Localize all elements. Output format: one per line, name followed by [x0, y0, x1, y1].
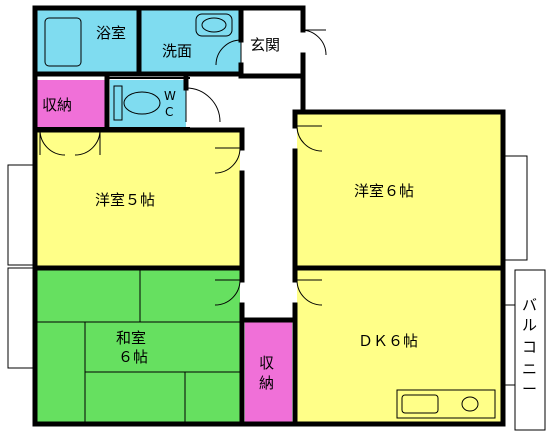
label-entrance: 玄関 [250, 36, 280, 54]
label-bath: 浴室 [96, 24, 126, 42]
stove-icon [461, 396, 479, 412]
western5-fill [37, 130, 240, 268]
window-west-lower [7, 267, 38, 369]
door-washroom [215, 39, 242, 66]
room-fills [37, 10, 501, 422]
door-wc [185, 87, 221, 123]
entrance-fill [241, 10, 301, 74]
windows [7, 155, 546, 431]
bath-fill [37, 10, 139, 72]
basin-bowl-icon [201, 17, 227, 33]
label-balcony-5: ー [522, 380, 537, 398]
thin-walls [35, 77, 190, 129]
label-wc-c: C [165, 105, 173, 119]
walls [32, 5, 506, 427]
door-western5-left [39, 129, 66, 156]
wc-fill [110, 80, 186, 128]
fixtures [37, 13, 496, 422]
label-japanese-2: ６帖 [118, 348, 148, 366]
door-western5-hall [214, 147, 241, 174]
label-storage-mid-1: 収 [259, 354, 274, 372]
washbasin-icon [195, 13, 233, 37]
label-japanese-1: 和室 [116, 329, 146, 347]
door-dk [296, 279, 323, 306]
sink-counter-icon [396, 389, 496, 419]
western6-fill [297, 114, 501, 266]
label-washroom: 洗面 [162, 42, 192, 60]
label-wc-w: W [164, 89, 176, 103]
toilet-tank-icon [113, 85, 123, 121]
sink-basin-icon [401, 394, 439, 414]
door-western5-right [74, 129, 101, 156]
label-storage-mid-2: 納 [259, 374, 274, 392]
label-balcony-2: ル [522, 316, 537, 334]
toilet-bowl-icon [123, 91, 161, 115]
label-storage-top: 収納 [42, 96, 72, 114]
storage-top-fill [37, 80, 105, 128]
label-western5: 洋室５帖 [95, 191, 155, 209]
washroom-fill [139, 10, 241, 72]
bathtub-icon [44, 17, 82, 67]
japanese-fill [37, 270, 240, 422]
balcony [514, 269, 546, 431]
dk-fill [297, 270, 501, 422]
window-west-upper [7, 164, 38, 266]
label-western6: 洋室６帖 [354, 182, 414, 200]
label-balcony-4: ニ [522, 360, 537, 378]
door-western6 [296, 125, 323, 152]
label-dk: ＤＫ６帖 [358, 332, 418, 350]
doors [39, 29, 327, 306]
door-japanese [214, 279, 241, 306]
label-balcony-1: バ [522, 296, 537, 314]
label-balcony-3: コ [522, 338, 537, 356]
room-labels: 浴室 洗面 玄関 収納 W C 洋室５帖 洋室６帖 和室 ６帖 収 納 ＤＫ６帖… [42, 24, 537, 398]
storage-mid-fill [245, 322, 292, 422]
door-entrance [300, 29, 327, 56]
